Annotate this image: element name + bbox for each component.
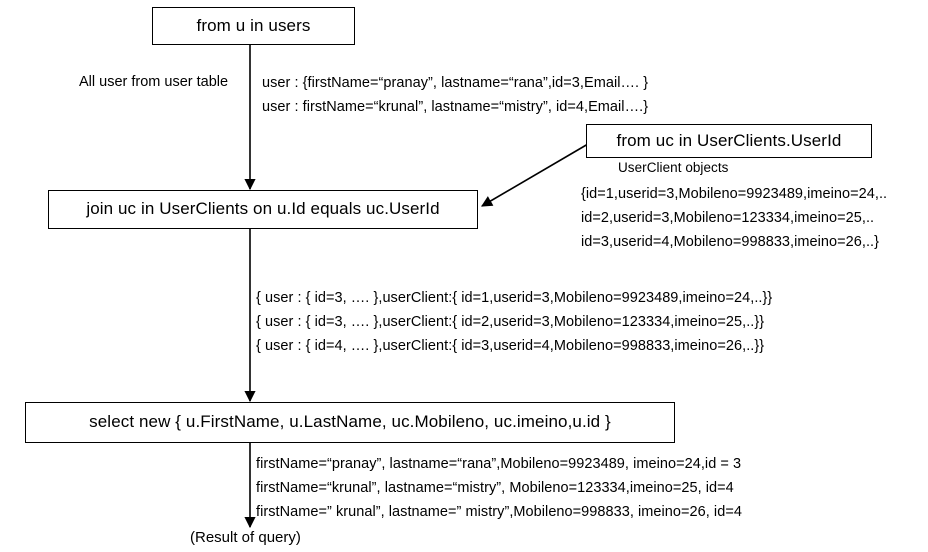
userclient-caption: UserClient objects <box>618 160 729 175</box>
node-from-users-label: from u in users <box>196 15 311 35</box>
users-row: user : {firstName=“pranay”, lastname=“ra… <box>262 75 649 91</box>
join-rows: { user : { id=3, …. },userClient:{ id=1,… <box>256 286 772 358</box>
node-from-users[interactable]: from u in users <box>152 7 355 45</box>
userclient-row: id=3,userid=4,Mobileno=998833,imeino=26,… <box>581 234 880 250</box>
result-caption: (Result of query) <box>190 529 301 546</box>
node-select-label: select new { u.FirstName, u.LastName, uc… <box>89 412 611 432</box>
users-side-label: All user from user table <box>79 74 229 90</box>
select-row: firstName=“pranay”, lastname=“rana”,Mobi… <box>256 456 742 472</box>
select-rows: firstName=“pranay”, lastname=“rana”,Mobi… <box>256 452 742 524</box>
node-from-userclients-label: from uc in UserClients.UserId <box>616 130 842 150</box>
userclient-rows: {id=1,userid=3,Mobileno=9923489,imeino=2… <box>581 182 887 254</box>
node-from-userclients[interactable]: from uc in UserClients.UserId <box>586 124 872 158</box>
select-row: firstName=“krunal”, lastname=“mistry”, M… <box>256 480 734 496</box>
users-rows: user : {firstName=“pranay”, lastname=“ra… <box>262 71 648 119</box>
users-row: user : firstName=“krunal”, lastname=“mis… <box>262 99 649 115</box>
connector-userclients-to-join <box>481 143 589 207</box>
node-select[interactable]: select new { u.FirstName, u.LastName, uc… <box>25 402 675 443</box>
node-join-label: join uc in UserClients on u.Id equals uc… <box>86 199 440 219</box>
join-row: { user : { id=3, …. },userClient:{ id=2,… <box>256 314 765 330</box>
join-row: { user : { id=3, …. },userClient:{ id=1,… <box>256 290 773 306</box>
userclient-row: {id=1,userid=3,Mobileno=9923489,imeino=2… <box>581 186 888 202</box>
join-row: { user : { id=4, …. },userClient:{ id=3,… <box>256 338 765 354</box>
node-join[interactable]: join uc in UserClients on u.Id equals uc… <box>48 190 478 229</box>
select-row: firstName=” krunal”, lastname=” mistry”,… <box>256 504 742 520</box>
userclient-row: id=2,userid=3,Mobileno=123334,imeino=25,… <box>581 210 875 226</box>
